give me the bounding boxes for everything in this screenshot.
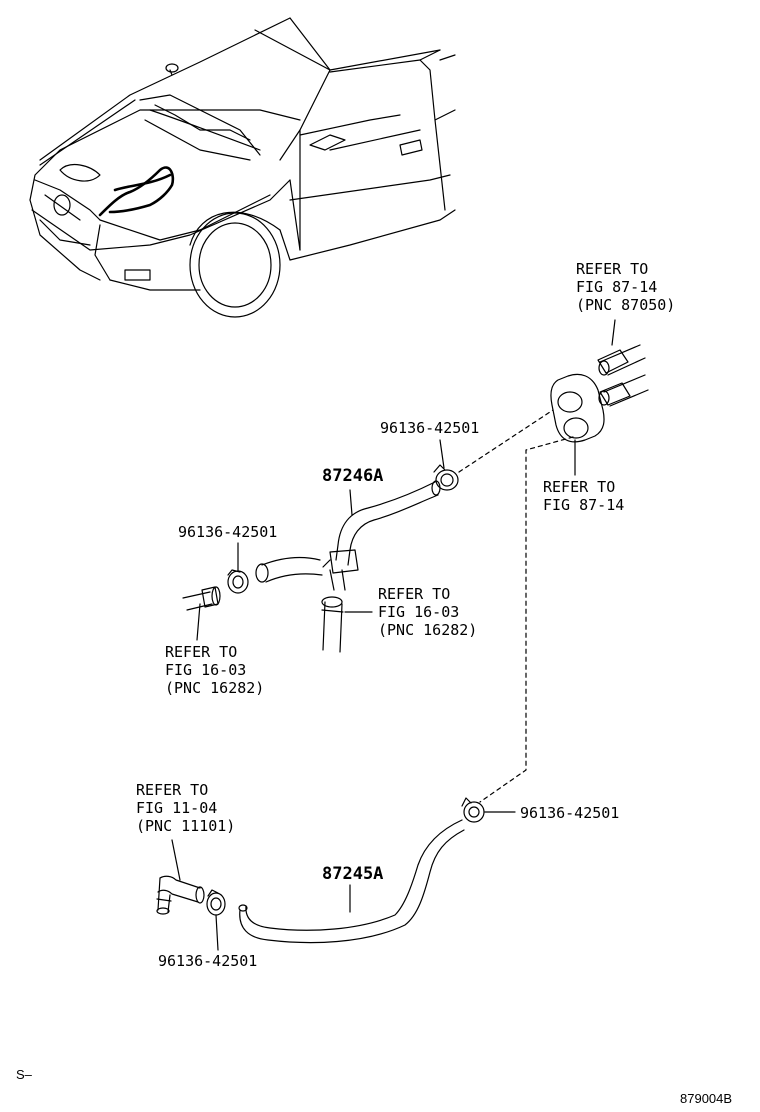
hose-87246a [256, 481, 440, 590]
illustration-number: 879004B [680, 1091, 733, 1106]
pipe-lower [599, 375, 648, 406]
part-number-hose-upper: 87246A [322, 466, 384, 486]
dashed-lines [459, 410, 573, 802]
clamp-upper-right [434, 465, 458, 490]
vehicle-illustration [30, 18, 455, 317]
clamp-lower-left [207, 890, 225, 915]
clamp-upper-left [228, 570, 248, 593]
clamp-lower-right [462, 798, 484, 822]
elbow-pipe [157, 876, 204, 914]
hose-87245a [239, 820, 464, 943]
part-number-clamp: 96136-42501 [380, 419, 480, 437]
footer-mark: S– [16, 1067, 32, 1082]
part-number-hose-lower: 87245A [322, 864, 384, 884]
part-number-clamp: 96136-42501 [158, 952, 258, 970]
stub-hose [322, 597, 343, 652]
part-number-clamp: 96136-42501 [178, 523, 278, 541]
pipe-upper [598, 345, 645, 375]
part-number-clamp: 96136-42501 [520, 804, 620, 822]
grommet [551, 374, 604, 441]
pipe-left-upper [183, 587, 220, 610]
leader-lines [172, 320, 615, 950]
